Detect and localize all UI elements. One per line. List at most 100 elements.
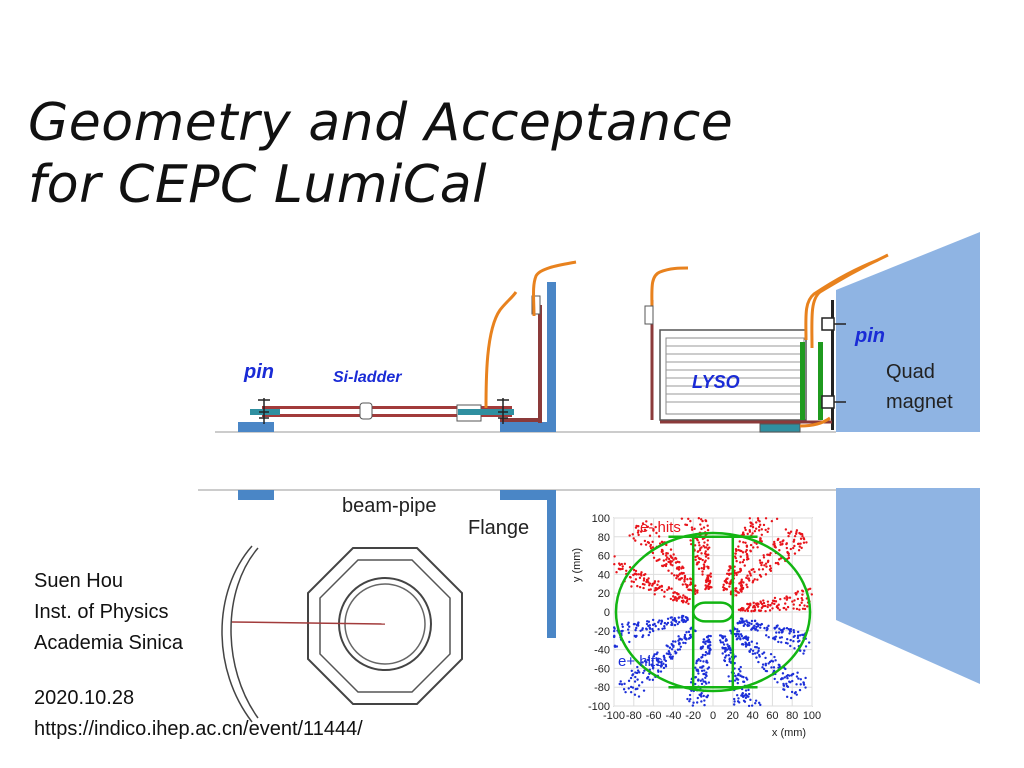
y-tick-label: -100: [588, 701, 610, 713]
hit-point: [628, 625, 631, 628]
hit-point: [792, 603, 795, 606]
hit-point: [774, 561, 778, 565]
hit-point: [747, 557, 750, 561]
hit-point: [775, 631, 778, 634]
author-block: Suen Hou Inst. of Physics Academia Sinic…: [34, 566, 363, 745]
hit-point: [739, 555, 742, 558]
hit-point: [648, 534, 652, 537]
hit-point: [784, 608, 788, 611]
hit-point: [747, 605, 751, 609]
hit-point: [743, 623, 747, 626]
hit-point: [693, 527, 696, 531]
hit-point: [764, 634, 768, 637]
hit-point: [799, 683, 802, 686]
hit-point: [689, 542, 693, 546]
hit-point: [666, 588, 669, 592]
hit-point: [803, 607, 807, 611]
hit-point: [733, 661, 736, 665]
hit-point: [774, 659, 777, 662]
legend-e-minus: e- hits: [640, 519, 681, 536]
hit-point: [648, 624, 652, 627]
hit-point: [687, 517, 690, 521]
si-ladder-bottom: [262, 414, 512, 417]
hit-point: [660, 588, 664, 592]
hit-point: [707, 565, 710, 569]
hit-point: [677, 616, 680, 619]
hit-point: [746, 585, 749, 589]
hit-point: [671, 564, 674, 567]
hit-point: [670, 642, 673, 646]
hit-point: [628, 575, 632, 579]
hit-point: [747, 692, 751, 696]
y-tick-label: -60: [594, 663, 610, 675]
hit-point: [707, 587, 710, 591]
hit-point: [757, 568, 761, 571]
hit-point: [780, 631, 784, 634]
hit-point: [789, 547, 793, 551]
hit-point: [651, 678, 655, 682]
hit-point: [778, 608, 781, 612]
x-tick-label: -80: [626, 710, 642, 722]
hit-point: [741, 619, 744, 623]
hit-point: [733, 697, 736, 701]
hit-point: [630, 669, 633, 673]
hit-point: [739, 637, 742, 640]
hit-point: [662, 559, 666, 562]
hit-point: [801, 598, 804, 602]
hit-point: [689, 581, 693, 584]
hit-point: [721, 652, 724, 655]
hit-point: [766, 530, 769, 534]
hit-point: [649, 588, 652, 591]
hit-point: [699, 523, 702, 526]
hit-point: [790, 696, 793, 700]
hit-point: [632, 622, 636, 626]
hit-point: [784, 528, 788, 531]
hit-point: [618, 568, 622, 571]
hit-point: [631, 673, 635, 676]
hit-point: [765, 565, 768, 568]
hit-point: [685, 596, 689, 599]
hit-point: [623, 562, 627, 566]
hit-point: [734, 547, 738, 551]
hit-point: [667, 560, 670, 564]
title-line-2: for CEPC LumiCal: [28, 155, 488, 215]
hit-point: [742, 680, 745, 683]
hit-point: [627, 621, 630, 624]
hit-point: [739, 609, 742, 612]
hit-point: [728, 568, 731, 572]
hit-point: [754, 699, 758, 702]
hit-point: [790, 690, 794, 694]
hit-point: [726, 577, 729, 580]
event-url[interactable]: https://indico.ihep.ac.cn/event/11444/: [34, 718, 363, 740]
quad-magnet-upper: [836, 232, 980, 432]
hit-point: [702, 694, 705, 698]
hit-point: [772, 666, 776, 669]
hit-point: [668, 646, 672, 649]
hit-point: [749, 550, 753, 553]
hit-point: [672, 553, 675, 556]
hit-point: [686, 618, 689, 622]
hit-point: [802, 681, 805, 684]
hit-point: [649, 547, 653, 550]
hit-point: [705, 580, 708, 584]
hit-point: [697, 658, 700, 661]
hit-point: [753, 645, 757, 649]
si-ladder-connector: [359, 402, 373, 420]
hit-point: [760, 606, 764, 610]
hit-point: [782, 688, 785, 691]
hit-point: [757, 647, 760, 650]
hit-point: [747, 704, 751, 708]
hit-point: [719, 634, 723, 637]
hit-point: [725, 654, 728, 657]
hit-point: [805, 541, 808, 544]
hit-point: [702, 526, 706, 529]
hit-point: [762, 651, 766, 654]
hit-point: [626, 628, 630, 631]
hit-point: [620, 562, 623, 566]
hit-point: [702, 638, 705, 641]
hit-point: [739, 633, 743, 636]
hit-point: [682, 620, 685, 624]
hit-point: [680, 517, 684, 520]
hit-point: [792, 635, 795, 639]
hit-point: [804, 645, 808, 648]
